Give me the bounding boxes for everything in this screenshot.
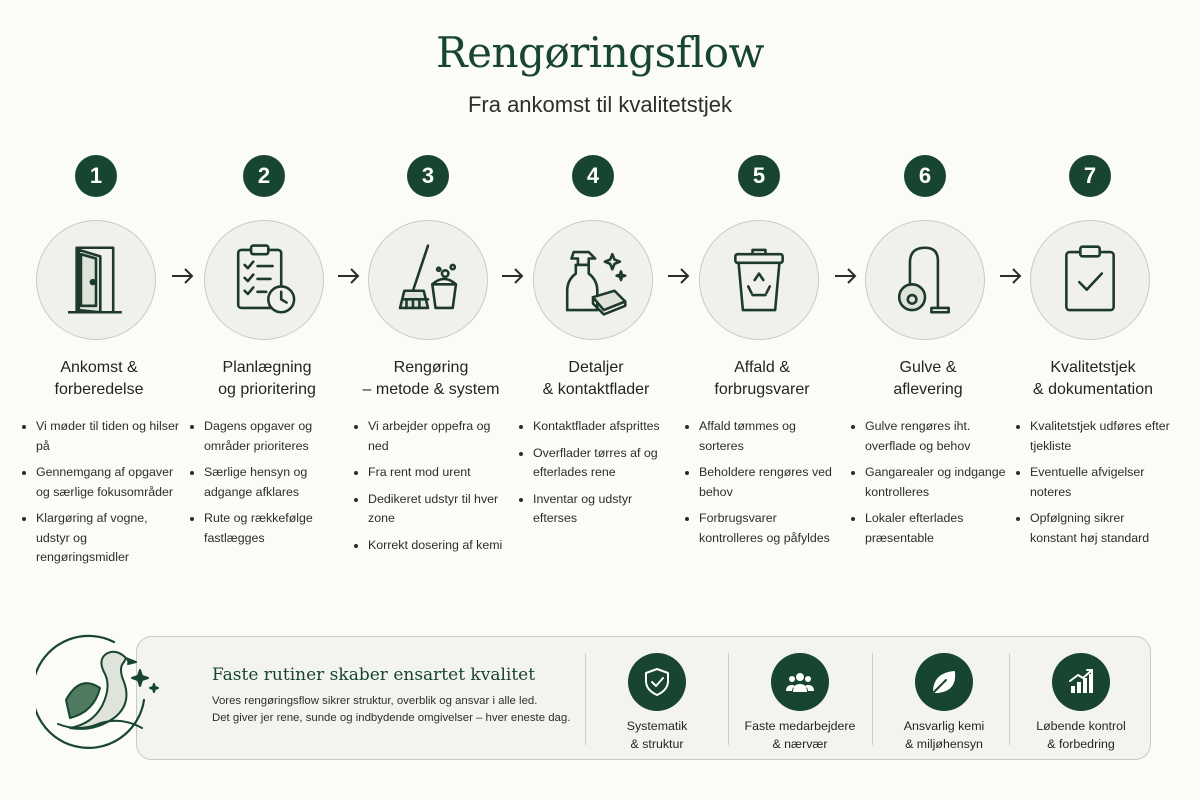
feature-label: Faste medarbejdere & nærvær [744,719,856,751]
bullet-item: Inventar og udstyr efterses [519,490,677,529]
arrow-right-icon [835,268,857,284]
feature-label: Løbende kontrol & forbedring [1036,719,1126,751]
arrow-right-icon [1000,268,1022,284]
bullet-item: Overflader tørres af og efterlades rene [519,444,677,483]
page-subtitle: Fra ankomst til kvalitetstjek [467,92,733,117]
step-title: Planlægning og prioritering [218,359,316,398]
feature-label: Ansvarlig kemi & miljøhensyn [903,719,985,751]
step-icon-circle [699,220,819,340]
bullet-item: Særlige hensyn og adgange afklares [190,463,348,502]
step-number: 6 [904,155,946,197]
bullet-item: Klargøring af vogne, udstyr og rengøring… [22,509,180,568]
step-5: 5 Affald & forbrugsvarer Affald tømmes o… [677,155,847,605]
banner-text-line: Det giver jer rene, sunde og indbydende … [212,712,571,724]
recycle-bin-icon [734,248,784,312]
arrow-right-icon [502,268,524,284]
step-icon-circle [36,220,156,340]
step-icon-circle [368,220,488,340]
divider [872,653,873,745]
feature-staff: Faste medarbejdere & nærvær [730,653,870,753]
divider [1009,653,1010,745]
bullet-item: Rute og rækkefølge fastlægges [190,509,348,548]
step-number: 3 [407,155,449,197]
page-title: Rengøringsflow [436,28,764,77]
growth-chart-icon [1069,669,1093,693]
feature-chemistry: Ansvarlig kemi & miljøhensyn [874,653,1014,753]
step-2: 2 Planlægning og prioritering Dagens opg… [182,155,352,605]
feature-icon-circle [628,653,686,711]
step-title: Ankomst & forberedelse [54,359,144,398]
bullet-item: Opfølgning sikrer konstant høj standard [1016,509,1174,548]
feature-icon-circle [1052,653,1110,711]
step-1: 1 Ankomst & forberedelse Vi møder til ti… [14,155,184,605]
step-title: Rengøring – metode & system [362,359,500,398]
broom-bucket-icon [398,244,458,310]
arrow-right-icon [668,268,690,284]
arrow-right-icon [338,268,360,284]
bullet-item: Forbrugsvarer kontrolleres og påfyldes [685,509,843,548]
bullet-item: Affald tømmes og sorteres [685,417,843,456]
step-bullets: Affald tømmes og sorteres Beholdere reng… [685,417,843,555]
step-bullets: Vi møder til tiden og hilser på Gennemga… [22,417,180,575]
divider [728,653,729,745]
step-title: Kvalitetstjek & dokumentation [1032,359,1154,398]
step-4: 4 Detaljer & kontaktflader Kontaktflader… [511,155,681,605]
bullet-item: Dagens opgaver og områder prioriteres [190,417,348,456]
clipboard-clock-icon [236,244,296,314]
clipboard-check-icon [1065,245,1115,312]
spray-cloth-icon [565,250,627,316]
bullet-item: Dedikeret udstyr til hver zone [354,490,512,529]
bullet-item: Gennemgang af opgaver og særlige fokusom… [22,463,180,502]
info-banner: Faste rutiner skaber ensartet kvalitet V… [136,636,1151,760]
bullet-item: Gulve rengøres iht. overflade og behov [851,417,1009,456]
door-icon [68,246,122,314]
bullet-item: Gangarealer og indgange kontrolleres [851,463,1009,502]
feature-systematics: Systematik & struktur [587,653,727,753]
step-title: Affald & forbrugsvarer [714,359,810,398]
step-7: 7 Kvalitetstjek & dokumentation Kvalitet… [1008,155,1178,605]
bullet-item: Kontaktflader afsprittes [519,417,677,437]
step-bullets: Gulve rengøres iht. overflade og behov G… [851,417,1009,555]
step-title: Gulve & aflevering [893,359,963,398]
swan-logo [36,634,159,750]
feature-control: Løbende kontrol & forbedring [1011,653,1151,753]
step-bullets: Kvalitetstjek udføres efter tjekliste Ev… [1016,417,1174,555]
step-icon-circle [1030,220,1150,340]
leaf-icon [933,671,956,693]
bullet-item: Fra rent mod urent [354,463,512,483]
step-number: 7 [1069,155,1111,197]
bullet-item: Korrekt dosering af kemi [354,536,512,556]
step-icon-circle [204,220,324,340]
banner-text: Vores rengøringsflow sikrer struktur, ov… [212,693,592,727]
bullet-item: Kvalitetstjek udføres efter tjekliste [1016,417,1174,456]
team-icon [786,673,814,692]
divider [585,653,586,745]
step-number: 1 [75,155,117,197]
feature-icon-circle [915,653,973,711]
bullet-item: Eventuelle afvigelser noteres [1016,463,1174,502]
step-bullets: Kontaktflader afsprittes Overflader tørr… [519,417,677,536]
step-number: 5 [738,155,780,197]
step-number: 4 [572,155,614,197]
step-3: 3 Rengøring – metode & system Vi arbejde… [346,155,516,605]
bullet-item: Vi møder til tiden og hilser på [22,417,180,456]
step-icon-circle [865,220,985,340]
bullet-item: Beholdere rengøres ved behov [685,463,843,502]
feature-icon-circle [771,653,829,711]
banner-title: Faste rutiner skaber ensartet kvalitet [212,665,536,685]
banner-text-line: Vores rengøringsflow sikrer struktur, ov… [212,695,538,707]
step-title: Detaljer & kontaktflader [542,359,650,398]
bullet-item: Vi arbejder oppefra og ned [354,417,512,456]
step-icon-circle [533,220,653,340]
feature-label: Systematik & struktur [626,719,688,751]
bullet-item: Lokaler efterlades præsentable [851,509,1009,548]
step-bullets: Dagens opgaver og områder prioriteres Sæ… [190,417,348,555]
step-bullets: Vi arbejder oppefra og ned Fra rent mod … [354,417,512,562]
vacuum-icon [897,246,950,314]
shield-check-icon [645,668,669,696]
arrow-right-icon [172,268,194,284]
step-6: 6 Gulve & aflevering Gulve rengøres iht.… [843,155,1013,605]
step-number: 2 [243,155,285,197]
